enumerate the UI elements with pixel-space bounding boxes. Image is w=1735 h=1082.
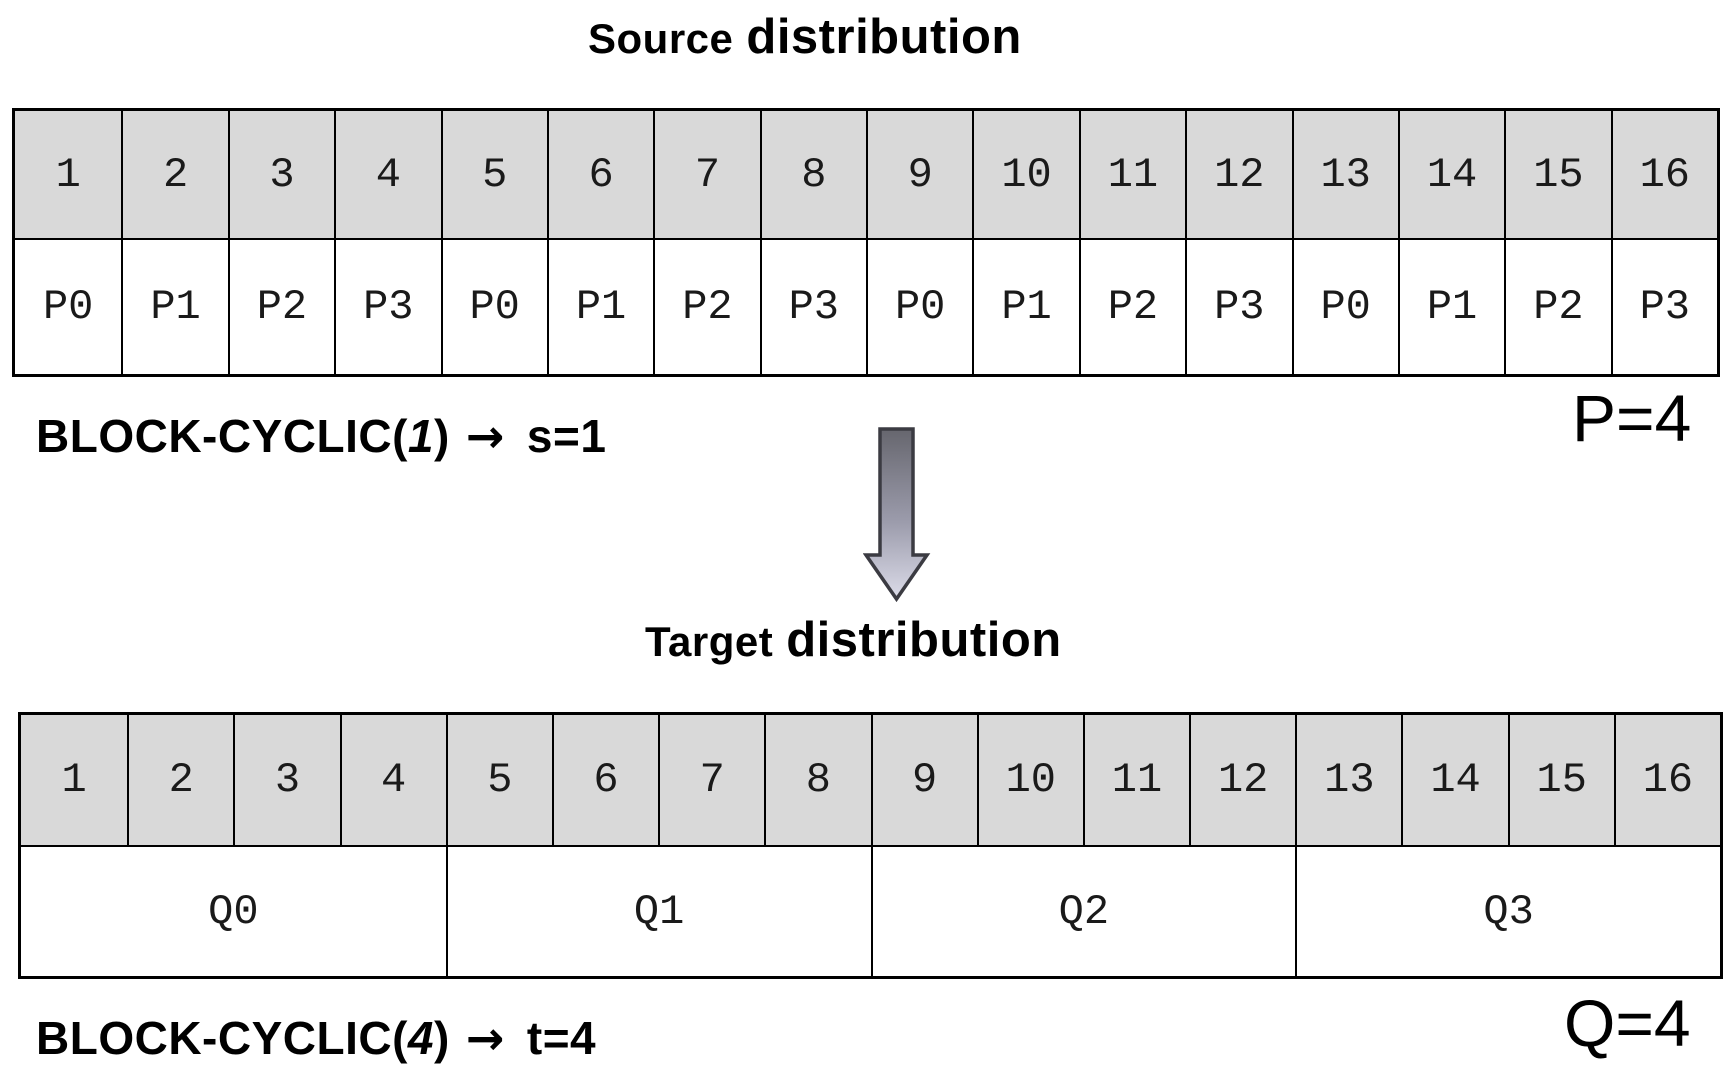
- target-index-cell: 7: [658, 715, 765, 845]
- target-index-cell: 14: [1401, 715, 1508, 845]
- target-owner-cell: Q2: [870, 847, 1296, 976]
- source-owner-cell: P1: [546, 240, 653, 374]
- source-index-cell: 14: [1397, 111, 1505, 238]
- target-title-word-2: distribution: [786, 613, 1062, 667]
- source-table: 1 2 3 4 5 6 7 8 9 10 11 12 13 14 15 16 P…: [12, 108, 1720, 377]
- source-index-cell: 6: [546, 111, 654, 238]
- target-index-cell: 6: [551, 715, 659, 845]
- target-caption: BLOCK-CYCLIC(4) → t=4: [36, 1011, 596, 1066]
- target-index-cell: 2: [127, 715, 234, 845]
- right-arrow-icon: →: [465, 1011, 505, 1065]
- source-index-cell: 16: [1610, 111, 1717, 238]
- source-index-row: 1 2 3 4 5 6 7 8 9 10 11 12 13 14 15 16: [15, 111, 1717, 240]
- target-index-cell: 1: [21, 715, 128, 845]
- down-arrow-icon: [863, 427, 931, 603]
- source-index-cell: 2: [121, 111, 228, 238]
- target-owner-cell: Q1: [445, 847, 871, 976]
- source-caption-result: s=1: [526, 410, 607, 462]
- target-index-cell: 3: [233, 715, 340, 845]
- source-index-cell: 9: [866, 111, 973, 238]
- right-arrow-icon: →: [465, 409, 505, 463]
- source-index-cell: 10: [972, 111, 1079, 238]
- source-owner-cell: P3: [1185, 240, 1291, 374]
- source-owner-cell: P0: [42, 283, 94, 331]
- source-index-cell: 12: [1185, 111, 1292, 238]
- source-caption-prefix: BLOCK-CYCLIC(: [36, 410, 408, 462]
- target-index-cell: 5: [445, 715, 552, 845]
- source-owner-cell: P3: [334, 240, 440, 374]
- source-caption: BLOCK-CYCLIC(1) → s=1: [36, 409, 606, 464]
- target-index-row: 1 2 3 4 5 6 7 8 9 10 11 12 13 14 15 16: [21, 715, 1720, 847]
- target-index-cell: 13: [1295, 715, 1402, 845]
- source-owner-cell: P2: [1078, 240, 1185, 374]
- source-owner-cell: P2: [1504, 240, 1610, 374]
- source-index-cell: 8: [759, 111, 866, 238]
- target-distribution-title: Target distribution: [645, 611, 1062, 670]
- target-title-word: Target: [645, 618, 774, 665]
- source-index-cell: 1: [15, 111, 122, 238]
- target-owner-cell: Q3: [1295, 847, 1720, 976]
- source-index-cell: 4: [334, 111, 441, 238]
- target-table: 1 2 3 4 5 6 7 8 9 10 11 12 13 14 15 16 Q…: [18, 712, 1723, 979]
- source-owner-cell: P3: [759, 240, 866, 374]
- source-index-cell: 7: [653, 111, 760, 238]
- source-owner-row: P0 P1 P2 P3 P0 P1 P2 P3 P0 P1 P2 P3 P0 P…: [15, 240, 1717, 374]
- source-owner-cell: P3: [1610, 240, 1717, 374]
- source-index-cell: 5: [440, 111, 547, 238]
- target-index-cell: 9: [870, 715, 977, 845]
- target-index-cell: 12: [1189, 715, 1296, 845]
- source-distribution-title: Source distribution: [588, 8, 1022, 67]
- source-processor-count: P=4: [1572, 381, 1692, 455]
- source-owner-cell: P0: [866, 240, 972, 374]
- target-index-cell: 16: [1613, 715, 1720, 845]
- target-caption-param: 4: [407, 1012, 434, 1064]
- target-index-cell: 11: [1082, 715, 1190, 845]
- target-processor-count: Q=4: [1564, 986, 1691, 1060]
- target-index-cell: 15: [1507, 715, 1614, 845]
- source-owner-cell: P0: [1291, 240, 1398, 374]
- target-owner-row: Q0 Q1 Q2 Q3: [21, 847, 1720, 976]
- target-index-cell: 8: [764, 715, 871, 845]
- source-caption-param: 1: [407, 410, 434, 462]
- source-owner-cell: P2: [227, 240, 334, 374]
- source-title-word: Source: [588, 15, 734, 62]
- target-index-cell: 10: [976, 715, 1083, 845]
- target-caption-close: ): [434, 1012, 450, 1064]
- source-owner-cell: P2: [653, 240, 759, 374]
- source-title-word-2: distribution: [746, 10, 1022, 64]
- source-index-cell: 13: [1291, 111, 1398, 238]
- source-index-cell: 3: [227, 111, 335, 238]
- source-owner-cell: P1: [121, 240, 227, 374]
- target-caption-prefix: BLOCK-CYCLIC(: [36, 1012, 408, 1064]
- target-owner-cell: Q0: [208, 887, 259, 936]
- target-caption-result: t=4: [526, 1012, 597, 1064]
- source-owner-cell: P1: [1397, 240, 1504, 374]
- source-index-cell: 11: [1078, 111, 1186, 238]
- source-owner-cell: P0: [440, 240, 547, 374]
- target-index-cell: 4: [339, 715, 446, 845]
- source-owner-cell: P1: [972, 240, 1078, 374]
- source-index-cell: 15: [1504, 111, 1611, 238]
- source-caption-close: ): [434, 410, 450, 462]
